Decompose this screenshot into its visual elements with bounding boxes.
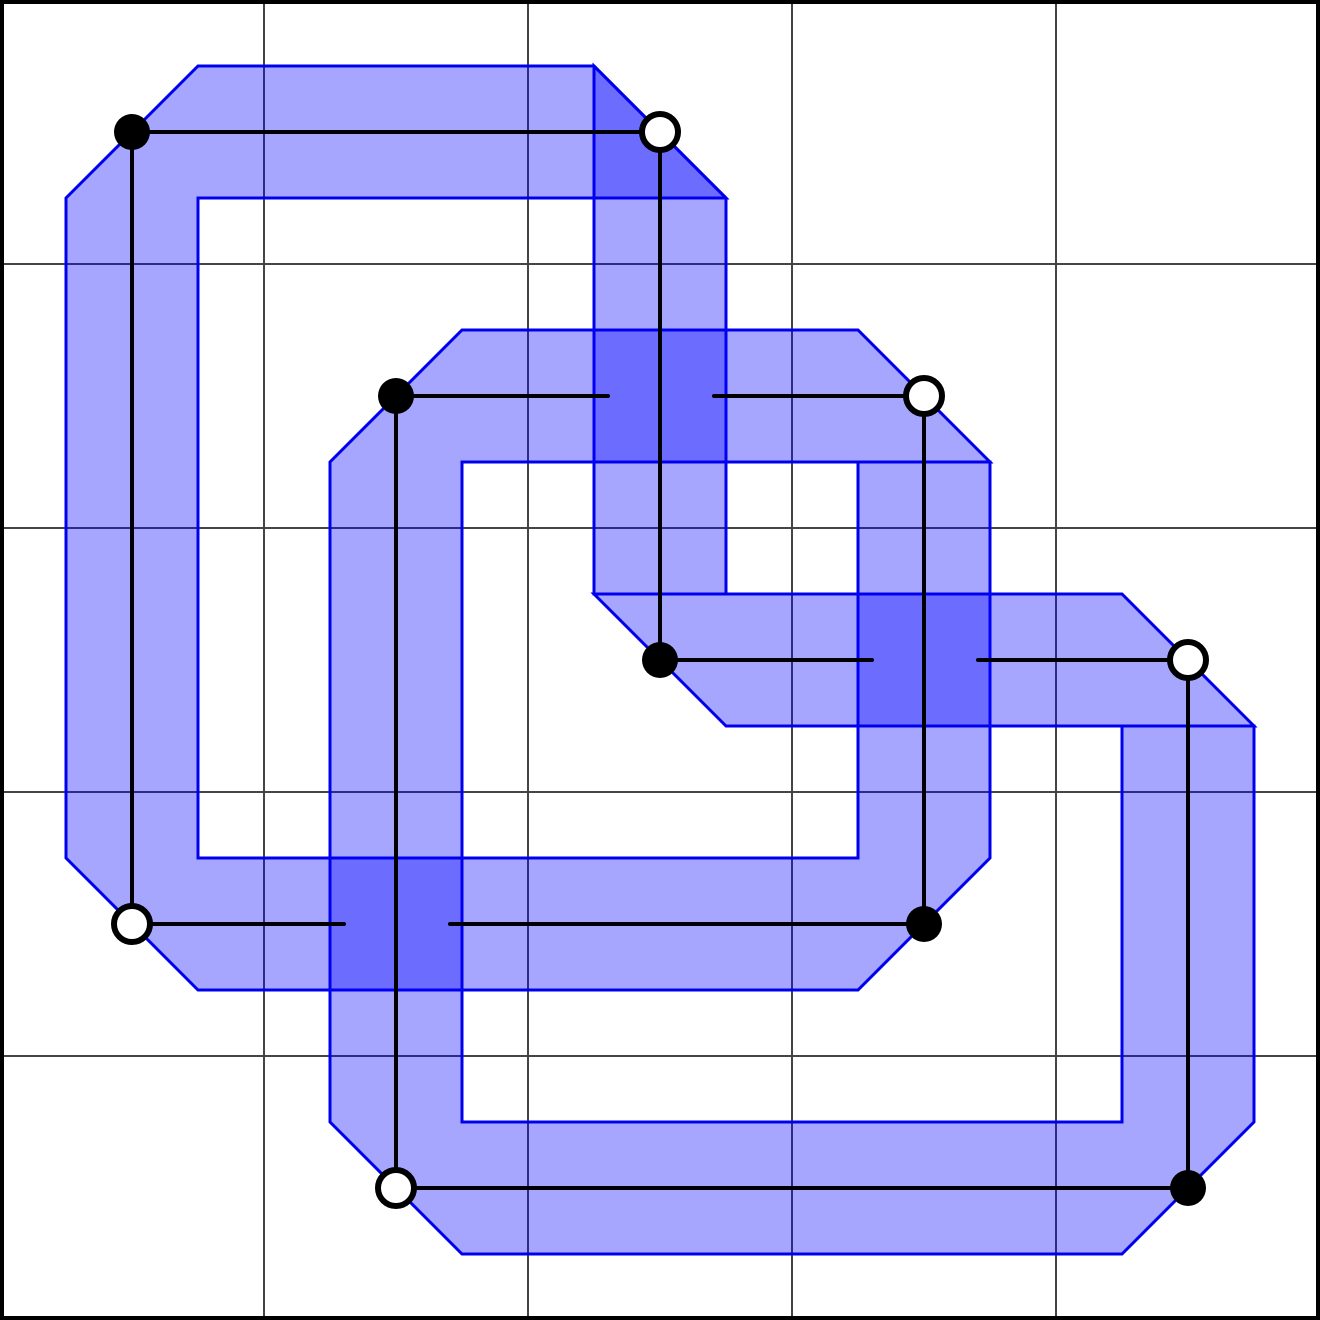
node-open <box>375 1167 417 1209</box>
node-filled <box>1170 1170 1206 1206</box>
node-filled <box>378 378 414 414</box>
node-filled <box>114 114 150 150</box>
wires <box>130 130 1190 1190</box>
node-open <box>111 903 153 945</box>
node-open <box>1167 639 1209 681</box>
nodes <box>111 111 1209 1209</box>
node-open <box>639 111 681 153</box>
node-open <box>903 375 945 417</box>
bands <box>64 64 1258 1256</box>
node-filled <box>642 642 678 678</box>
node-filled <box>906 906 942 942</box>
